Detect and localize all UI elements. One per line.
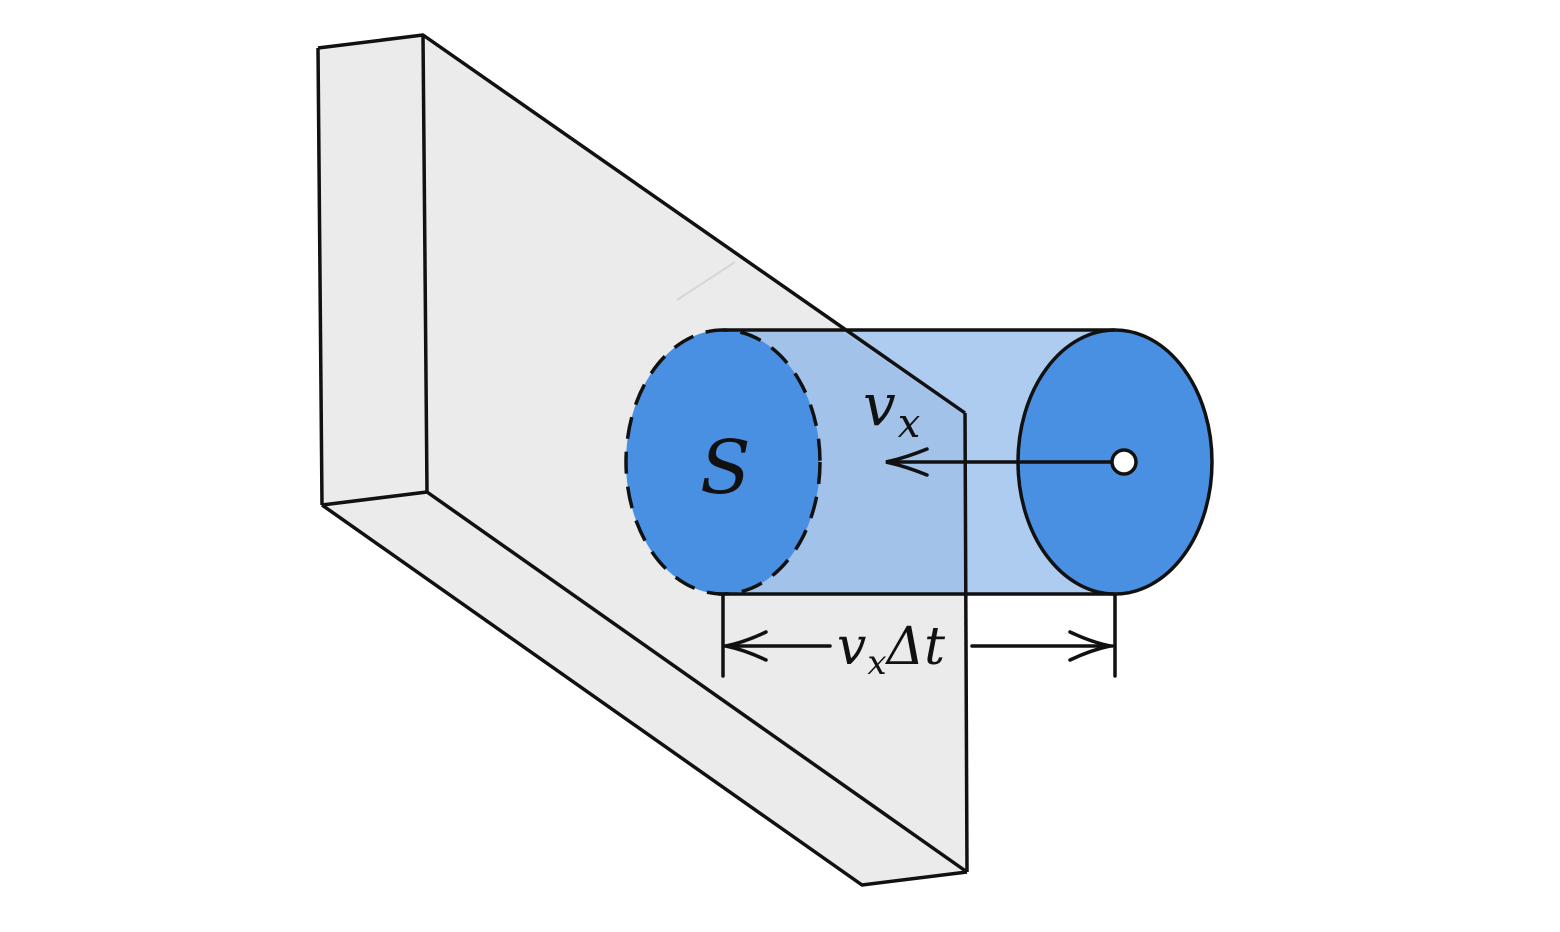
particle-dot: [1110, 448, 1138, 476]
wall-bottom-edge: [320, 503, 968, 887]
velocity-arrow: [885, 447, 1138, 477]
wall-lower-edge: [321, 490, 969, 874]
dimension-left-arrowhead: [725, 630, 768, 662]
wall-front-right-edge: [963, 412, 969, 873]
wall-left-face: [318, 35, 427, 505]
area-disk-s: [626, 330, 820, 594]
label-s: S: [700, 425, 751, 511]
label-velocity: vx: [863, 371, 920, 447]
wall-outer-left-edge: [316, 47, 324, 506]
label-length: vxΔt: [837, 617, 945, 683]
wall-bottom-face: [322, 492, 967, 885]
length-dimension: [721, 594, 1117, 678]
wall-edges: [316, 33, 969, 887]
velocity-arrow-head: [885, 447, 929, 477]
dimension-right-arrowhead: [1068, 630, 1111, 662]
wall-front-left-edge: [421, 34, 429, 493]
wall-hidden-edge: [676, 261, 736, 301]
